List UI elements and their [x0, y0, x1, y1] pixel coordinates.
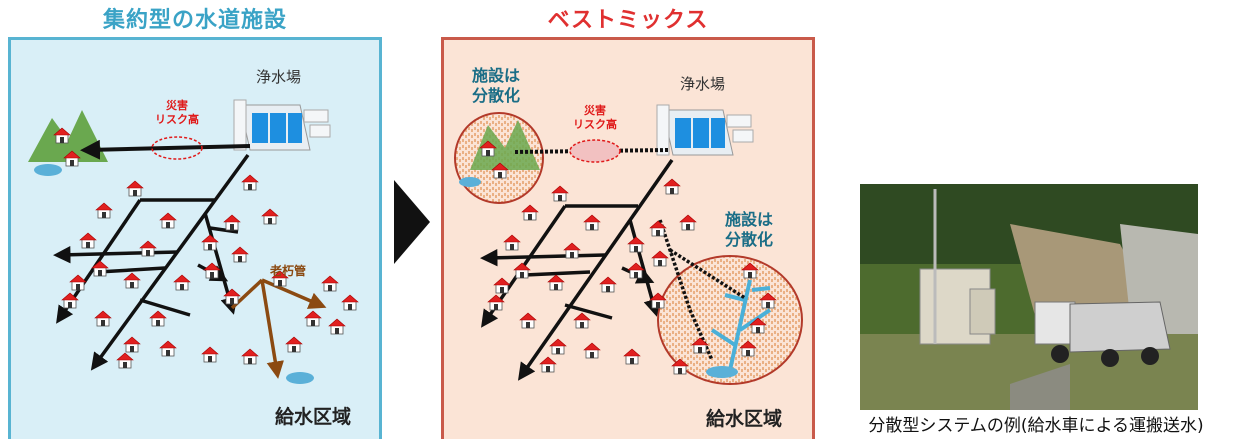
decentralize-label-1: 施設は 分散化 [472, 66, 520, 106]
photo-caption: 分散型システムの例(給水車による運搬送水) [868, 416, 1204, 436]
right-treatment-plant-icon [656, 104, 754, 156]
decentralize-1-line2: 分散化 [472, 86, 521, 105]
right-risk-line2: リスク高 [573, 118, 617, 131]
right-risk-label: 災害 リスク高 [570, 104, 620, 132]
left-area-label: 給水区域 [275, 406, 352, 428]
transition-arrow-icon [394, 180, 430, 264]
left-risk-line2: リスク高 [155, 113, 199, 126]
old-pipe-label: 老朽管 [270, 264, 307, 278]
left-plant-label: 浄水場 [256, 68, 302, 86]
left-treatment-plant-icon [233, 99, 331, 151]
water-truck-photo [860, 184, 1198, 410]
left-mountain [28, 110, 108, 176]
decentralize-label-2: 施設は 分散化 [725, 210, 773, 250]
right-plant-label: 浄水場 [680, 75, 726, 93]
right-panel-title: ベストミックス [547, 8, 709, 33]
left-panel-title: 集約型の水道施設 [102, 8, 287, 33]
decentralize-2-line2: 分散化 [725, 230, 774, 249]
left-risk-line1: 災害 [166, 99, 188, 112]
decentralize-2-line1: 施設は [725, 210, 774, 229]
right-area-label: 給水区域 [706, 408, 783, 430]
right-risk-line1: 災害 [584, 104, 606, 117]
left-risk-label: 災害 リスク高 [152, 99, 202, 127]
centralized-panel [8, 37, 382, 439]
decentralize-1-line1: 施設は [472, 66, 521, 85]
